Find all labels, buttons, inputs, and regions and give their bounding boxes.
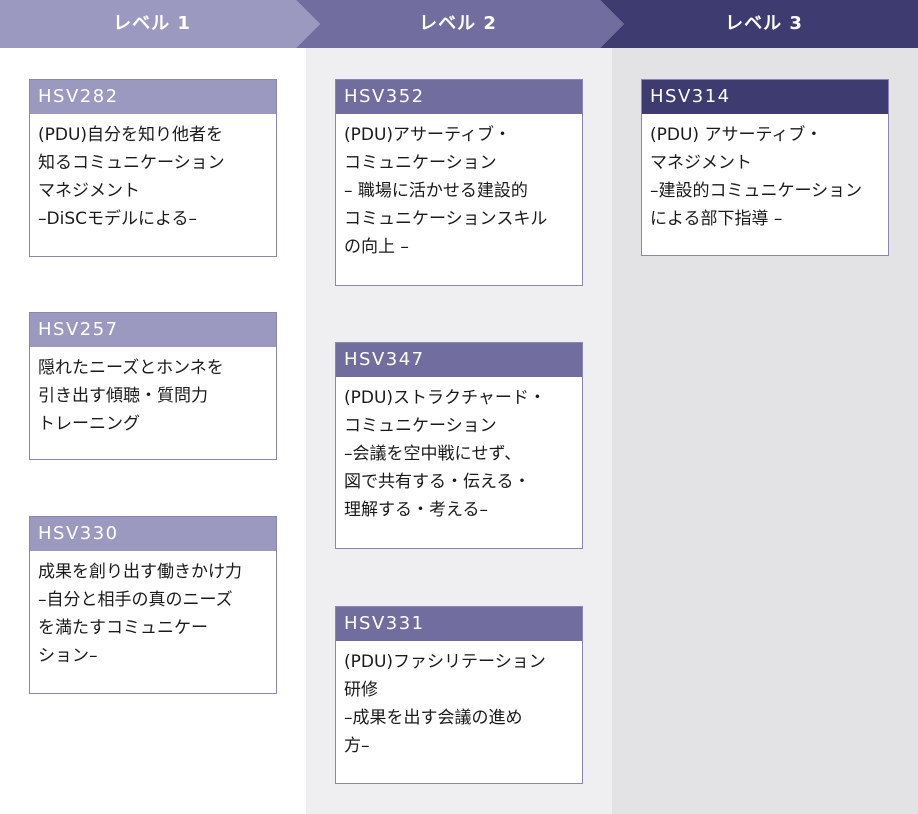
level-2-arrow — [296, 0, 624, 48]
course-title: (PDU)自分を知り他者を 知るコミュニケーション マネジメント –DiSCモデ… — [38, 125, 225, 229]
level-3-label: レベル 3 — [725, 13, 803, 34]
course-code: HSV282 — [30, 80, 276, 114]
course-card-hsv314[interactable]: HSV314 (PDU) アサーティブ・ マネジメント –建設的コミュニケーショ… — [641, 79, 889, 256]
course-code: HSV330 — [30, 517, 276, 551]
course-title: (PDU)アサーティブ・ コミュニケーション – 職場に活かせる建設的 コミュニ… — [344, 125, 548, 257]
course-card-hsv257[interactable]: HSV257 隠れたニーズとホンネを 引き出す傾聴・質問力 トレーニング — [29, 312, 277, 460]
course-card-hsv282[interactable]: HSV282 (PDU)自分を知り他者を 知るコミュニケーション マネジメント … — [29, 79, 277, 257]
course-title: 成果を創り出す働きかけ力 –自分と相手の真のニーズ を満たすコミュニケー ション… — [38, 562, 242, 666]
course-code: HSV347 — [336, 343, 582, 377]
course-title: 隠れたニーズとホンネを 引き出す傾聴・質問力 トレーニング — [38, 358, 224, 434]
course-title: (PDU)ストラクチャード・ コミュニケーション –会議を空中戦にせず、 図で共… — [344, 388, 546, 520]
course-title: (PDU) アサーティブ・ マネジメント –建設的コミュニケーション による部下… — [650, 125, 863, 229]
level-2-label: レベル 2 — [419, 13, 497, 34]
course-code: HSV257 — [30, 313, 276, 347]
course-code: HSV314 — [642, 80, 888, 114]
level-1-arrow — [0, 0, 320, 48]
course-card-hsv352[interactable]: HSV352 (PDU)アサーティブ・ コミュニケーション – 職場に活かせる建… — [335, 79, 583, 286]
course-code: HSV331 — [336, 607, 582, 641]
course-card-hsv330[interactable]: HSV330 成果を創り出す働きかけ力 –自分と相手の真のニーズ を満たすコミュ… — [29, 516, 277, 694]
level-3-arrow — [600, 0, 918, 48]
course-title: (PDU)ファシリテーション 研修 –成果を出す会議の進め 方– — [344, 652, 546, 756]
course-code: HSV352 — [336, 80, 582, 114]
course-card-hsv347[interactable]: HSV347 (PDU)ストラクチャード・ コミュニケーション –会議を空中戦に… — [335, 342, 583, 549]
level-header-bar — [0, 0, 918, 48]
course-card-hsv331[interactable]: HSV331 (PDU)ファシリテーション 研修 –成果を出す会議の進め 方– — [335, 606, 583, 784]
level-1-label: レベル 1 — [113, 13, 191, 34]
